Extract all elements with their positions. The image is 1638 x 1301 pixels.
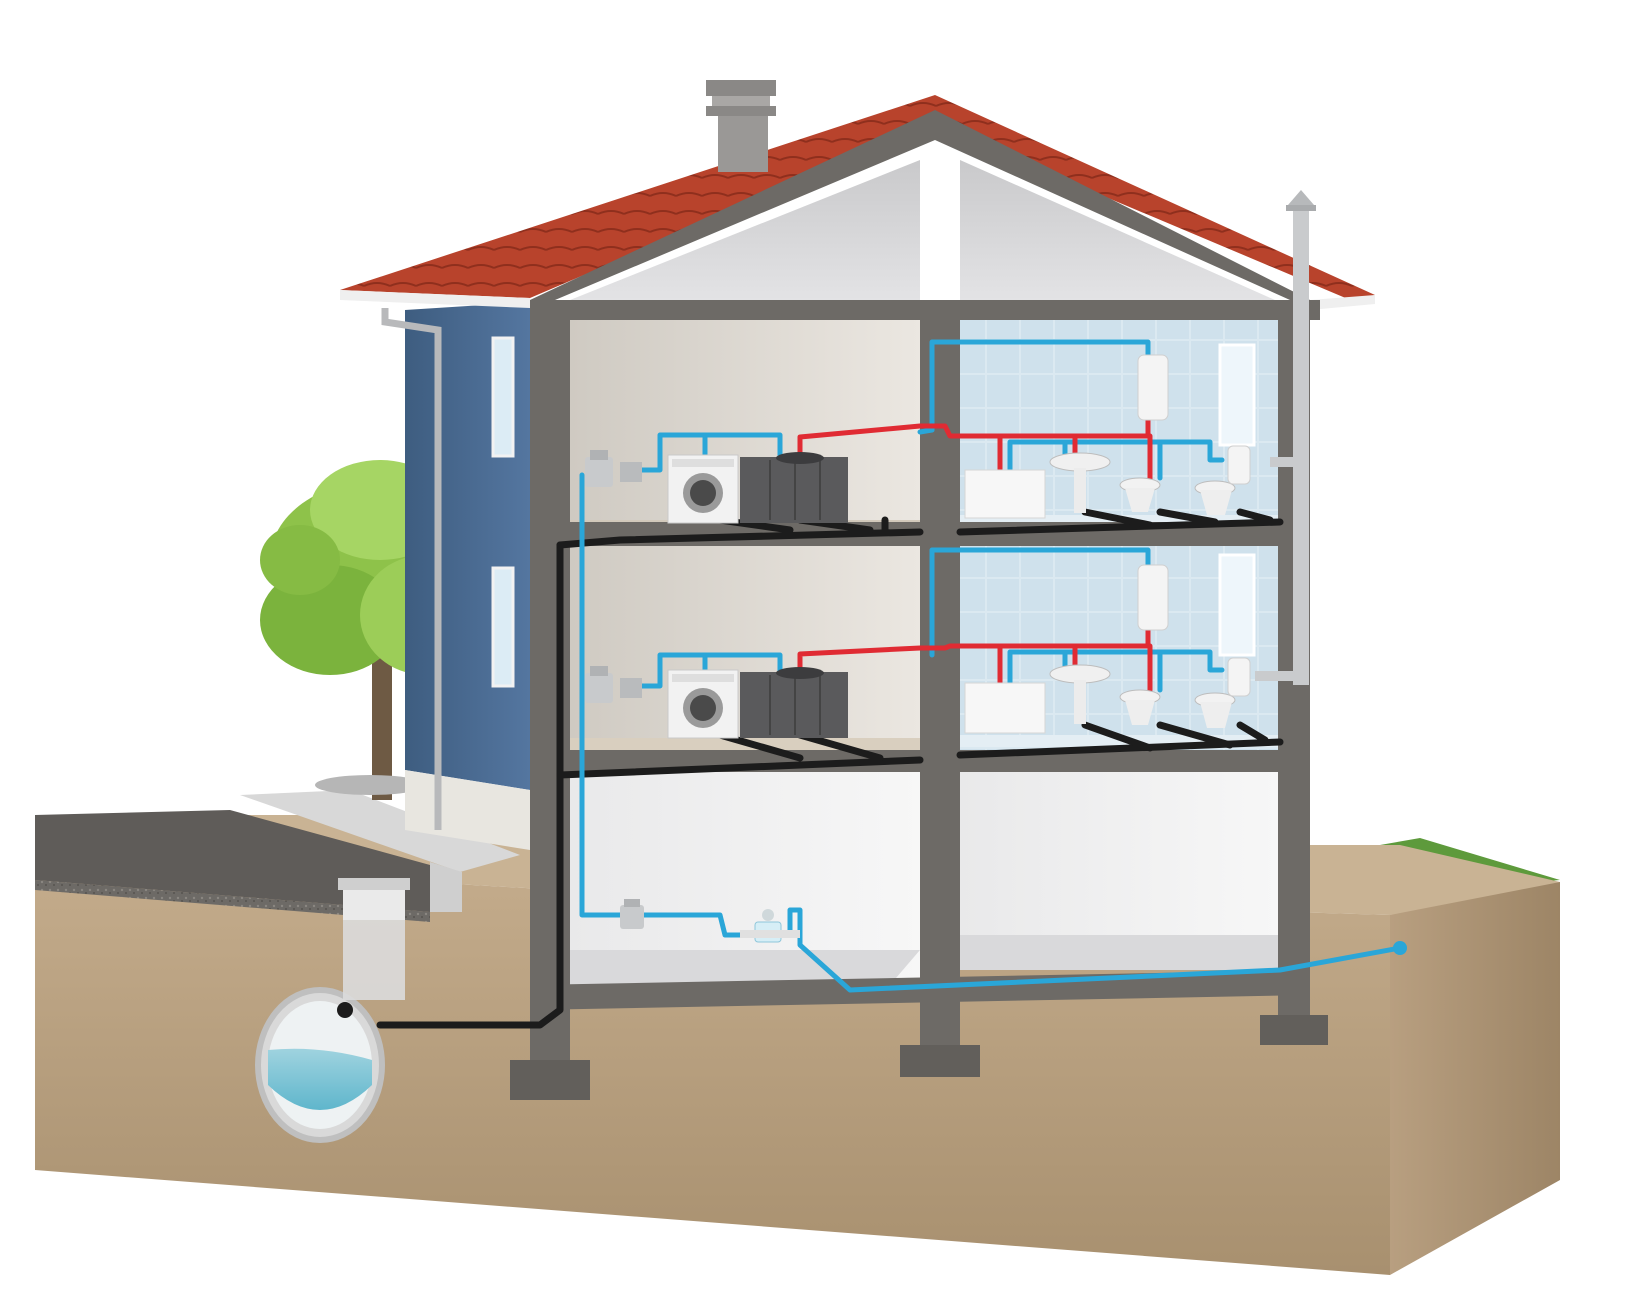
sink-cabinet-icon: [740, 667, 848, 738]
facade-side: [385, 302, 530, 850]
inspection-shaft-icon: [338, 878, 410, 1000]
soil-side: [1390, 882, 1560, 1275]
sewer-main-icon: [258, 990, 382, 1140]
house-cutaway: [510, 110, 1328, 1100]
washing-machine-icon: [668, 455, 738, 523]
water-heater-icon: [1138, 355, 1168, 420]
water-supply-icon: [1393, 941, 1407, 955]
bathtub-icon: [965, 683, 1045, 733]
bathtub-icon: [965, 470, 1045, 518]
chimney-icon: [706, 80, 776, 172]
water-heater-icon: [1138, 565, 1168, 630]
sink-cabinet-icon: [740, 452, 848, 523]
washing-machine-icon: [668, 670, 738, 738]
